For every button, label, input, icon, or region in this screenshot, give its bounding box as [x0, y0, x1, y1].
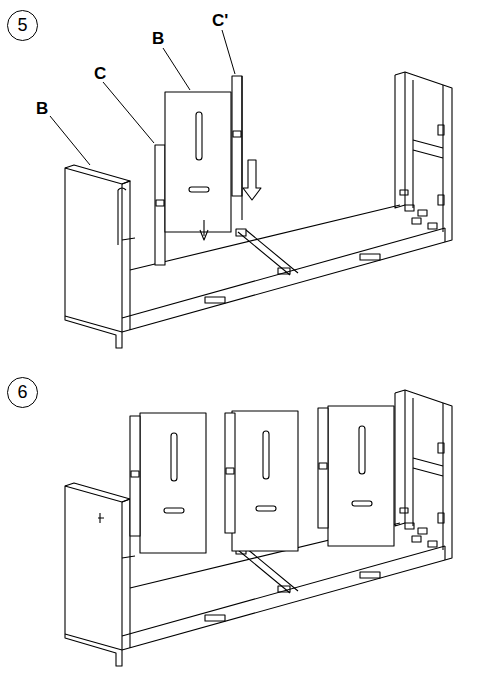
part-label: C' — [212, 12, 228, 29]
part-label: B — [152, 30, 164, 47]
step-number-text: 6 — [17, 382, 27, 403]
step-number: 5 — [7, 10, 38, 41]
part-label: B — [36, 100, 48, 117]
step-number-text: 5 — [17, 15, 27, 36]
part-label: C — [94, 65, 106, 82]
step-number: 6 — [7, 377, 38, 408]
